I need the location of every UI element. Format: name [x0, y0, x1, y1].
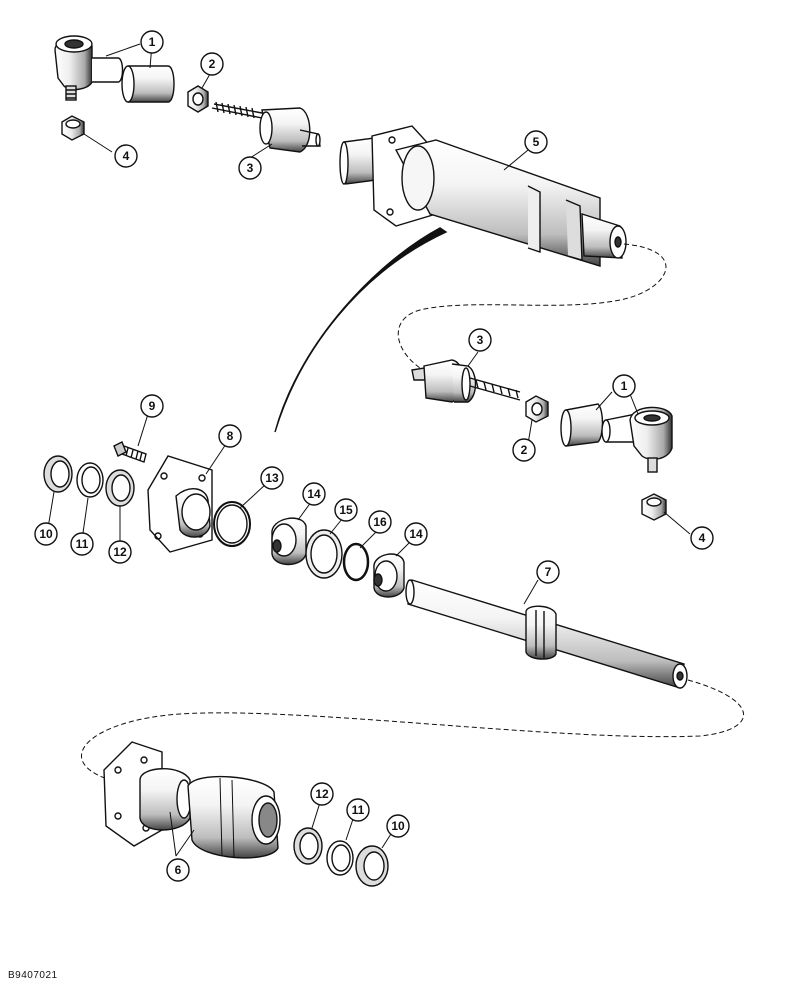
- lock-nut-upper: [61, 115, 85, 141]
- flange-bolt: [113, 441, 147, 463]
- piston-seal: [305, 529, 343, 579]
- jam-nut-right: [525, 395, 549, 423]
- callout-label: 11: [76, 537, 89, 551]
- callout-13: 13: [260, 466, 284, 490]
- callout-label: 2: [209, 57, 216, 71]
- end-cap-flange: [147, 455, 213, 553]
- callout-4-right: 4: [690, 526, 714, 550]
- inner-tie-rod-right: [411, 359, 521, 403]
- callout-5: 5: [524, 130, 548, 154]
- callout-label: 4: [123, 149, 130, 163]
- callout-label: 9: [149, 399, 156, 413]
- piston-wear-ring-a: [271, 517, 307, 566]
- inner-tie-rod-upper: [211, 101, 321, 153]
- callout-label: 2: [521, 443, 528, 457]
- callout-10-left: 10: [34, 522, 58, 546]
- callout-10-bottom: 10: [386, 814, 410, 838]
- callout-label: 10: [39, 527, 53, 541]
- callout-11-left: 11: [70, 532, 94, 556]
- callout-label: 3: [247, 161, 254, 175]
- assembly-arc: [274, 227, 448, 433]
- callout-4-upper: 4: [114, 144, 138, 168]
- callout-1-upper: 1: [140, 30, 164, 54]
- callout-label: 12: [113, 545, 127, 559]
- callout-label: 15: [339, 503, 353, 517]
- callout-8: 8: [218, 424, 242, 448]
- wiper-seal-left: [43, 455, 73, 493]
- callout-1-right: 1: [612, 374, 636, 398]
- callout-2-upper: 2: [200, 52, 224, 76]
- backup-ring-left: [76, 462, 104, 498]
- callout-label: 14: [409, 527, 423, 541]
- callout-label: 14: [307, 487, 321, 501]
- dashed-centerline-lower: [80, 679, 745, 781]
- steering-cylinder-housing: [339, 125, 627, 267]
- bottom-gland: [187, 775, 281, 859]
- wiper-seal-bottom: [355, 845, 389, 887]
- callout-label: 1: [621, 379, 628, 393]
- dashed-centerline-upper: [397, 243, 667, 369]
- rod-seal-bottom: [293, 827, 323, 865]
- callout-11-bottom: 11: [346, 798, 370, 822]
- callout-7: 7: [536, 560, 560, 584]
- bottom-end-cap: [103, 741, 192, 847]
- callout-label: 11: [352, 803, 365, 817]
- callout-16: 16: [368, 510, 392, 534]
- tie-rod-end-right: [601, 406, 673, 473]
- callout-label: 4: [699, 531, 706, 545]
- callout-14-right: 14: [404, 522, 428, 546]
- callout-2-right: 2: [512, 438, 536, 462]
- piston-o-ring: [342, 542, 370, 582]
- lock-nut-right: [641, 493, 667, 521]
- piston-wear-ring-b: [373, 553, 405, 598]
- jam-nut-upper: [187, 85, 209, 113]
- callout-9: 9: [140, 394, 164, 418]
- callout-label: 12: [315, 787, 329, 801]
- sleeve-upper: [121, 65, 175, 103]
- piston-rod: [405, 579, 688, 689]
- callout-14-left: 14: [302, 482, 326, 506]
- figure-id: B9407021: [8, 970, 58, 981]
- callout-label: 7: [545, 565, 552, 579]
- callout-label: 5: [533, 135, 540, 149]
- callout-12-bottom: 12: [310, 782, 334, 806]
- callout-label: 16: [373, 515, 387, 529]
- sleeve-right: [560, 403, 604, 447]
- callout-label: 3: [477, 333, 484, 347]
- callout-12-left: 12: [108, 540, 132, 564]
- callout-3-upper: 3: [238, 156, 262, 180]
- callout-15: 15: [334, 498, 358, 522]
- callout-label: 10: [391, 819, 405, 833]
- callout-label: 1: [149, 35, 156, 49]
- callout-6: 6: [166, 858, 190, 882]
- callout-3-right: 3: [468, 328, 492, 352]
- callout-label: 8: [227, 429, 234, 443]
- rod-seal-left: [105, 469, 135, 507]
- callout-label: 13: [265, 471, 279, 485]
- backup-ring-bottom: [326, 840, 354, 876]
- o-ring-flange: [213, 501, 251, 547]
- tie-rod-end-upper-left: [54, 35, 124, 101]
- callout-label: 6: [175, 863, 182, 877]
